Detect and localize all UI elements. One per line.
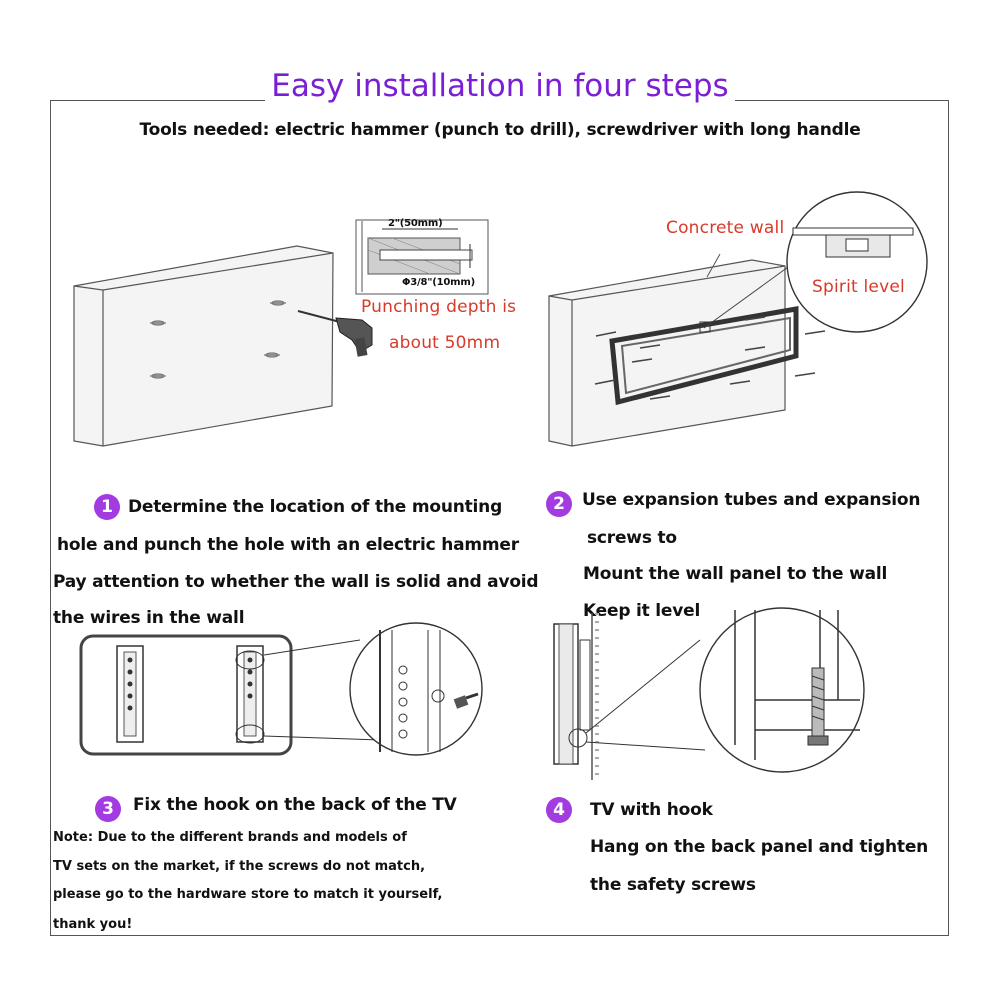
title-wrap: Easy installation in four steps (0, 68, 1000, 104)
tools-needed: Tools needed: electric hammer (punch to … (139, 120, 861, 140)
mount-holes (150, 300, 286, 379)
hook-detail (379, 630, 445, 752)
spirit-level-label: Spirit level (812, 277, 905, 297)
step4-line3: the safety screws (590, 875, 756, 895)
note-line2: TV sets on the market, if the screws do … (53, 859, 426, 874)
wall-front (73, 245, 334, 447)
step4-line1: TV with hook (590, 800, 713, 820)
note-line1: Note: Due to the different brands and mo… (53, 830, 407, 845)
safety-screw-magnifier (699, 607, 865, 773)
step1-line2: hole and punch the hole with an electric… (57, 535, 519, 555)
step1-line1: Determine the location of the mounting (128, 497, 503, 517)
step4-badge: 4 (546, 797, 572, 823)
step1-badge: 1 (94, 494, 120, 520)
note-line3: please go to the hardware store to match… (53, 887, 443, 902)
drill-icon (297, 310, 373, 357)
tv-hook-left (116, 645, 144, 743)
step2-badge: 2 (546, 491, 572, 517)
depth-inset (355, 219, 489, 295)
hook-magnifier (349, 622, 483, 756)
punching-depth-value: about 50mm (389, 333, 501, 353)
step2-line1: Use expansion tubes and expansion (582, 490, 921, 510)
step2-line2: screws to (587, 528, 677, 548)
spirit-level-icon (792, 227, 914, 258)
step1-line3: Pay attention to whether the wall is sol… (53, 572, 539, 592)
step3-line1: Fix the hook on the back of the TV (133, 795, 457, 815)
step2-line4: Keep it level (583, 601, 701, 621)
wall-section (591, 613, 599, 780)
screw-icon (453, 692, 479, 709)
tv-side (553, 623, 579, 765)
concrete-wall-label: Concrete wall (666, 218, 785, 238)
step2-line3: Mount the wall panel to the wall (583, 564, 888, 584)
concrete-wall (548, 259, 786, 447)
dim-diameter-label: Φ3/8"(10mm) (402, 277, 475, 288)
note-line4: thank you! (53, 917, 133, 932)
mount-plate (609, 306, 799, 406)
punching-depth-label: Punching depth is (361, 297, 517, 317)
level-magnifier (786, 191, 928, 333)
step3-badge: 3 (95, 796, 121, 822)
page-title: Easy installation in four steps (265, 68, 735, 104)
step1-line4: the wires in the wall (53, 608, 245, 628)
dim-width-label: 2"(50mm) (388, 218, 443, 229)
tv-hook-right (235, 645, 265, 744)
step4-line2: Hang on the back panel and tighten (590, 837, 929, 857)
expansion-screws (594, 316, 826, 400)
safety-screw-icon (807, 667, 829, 746)
